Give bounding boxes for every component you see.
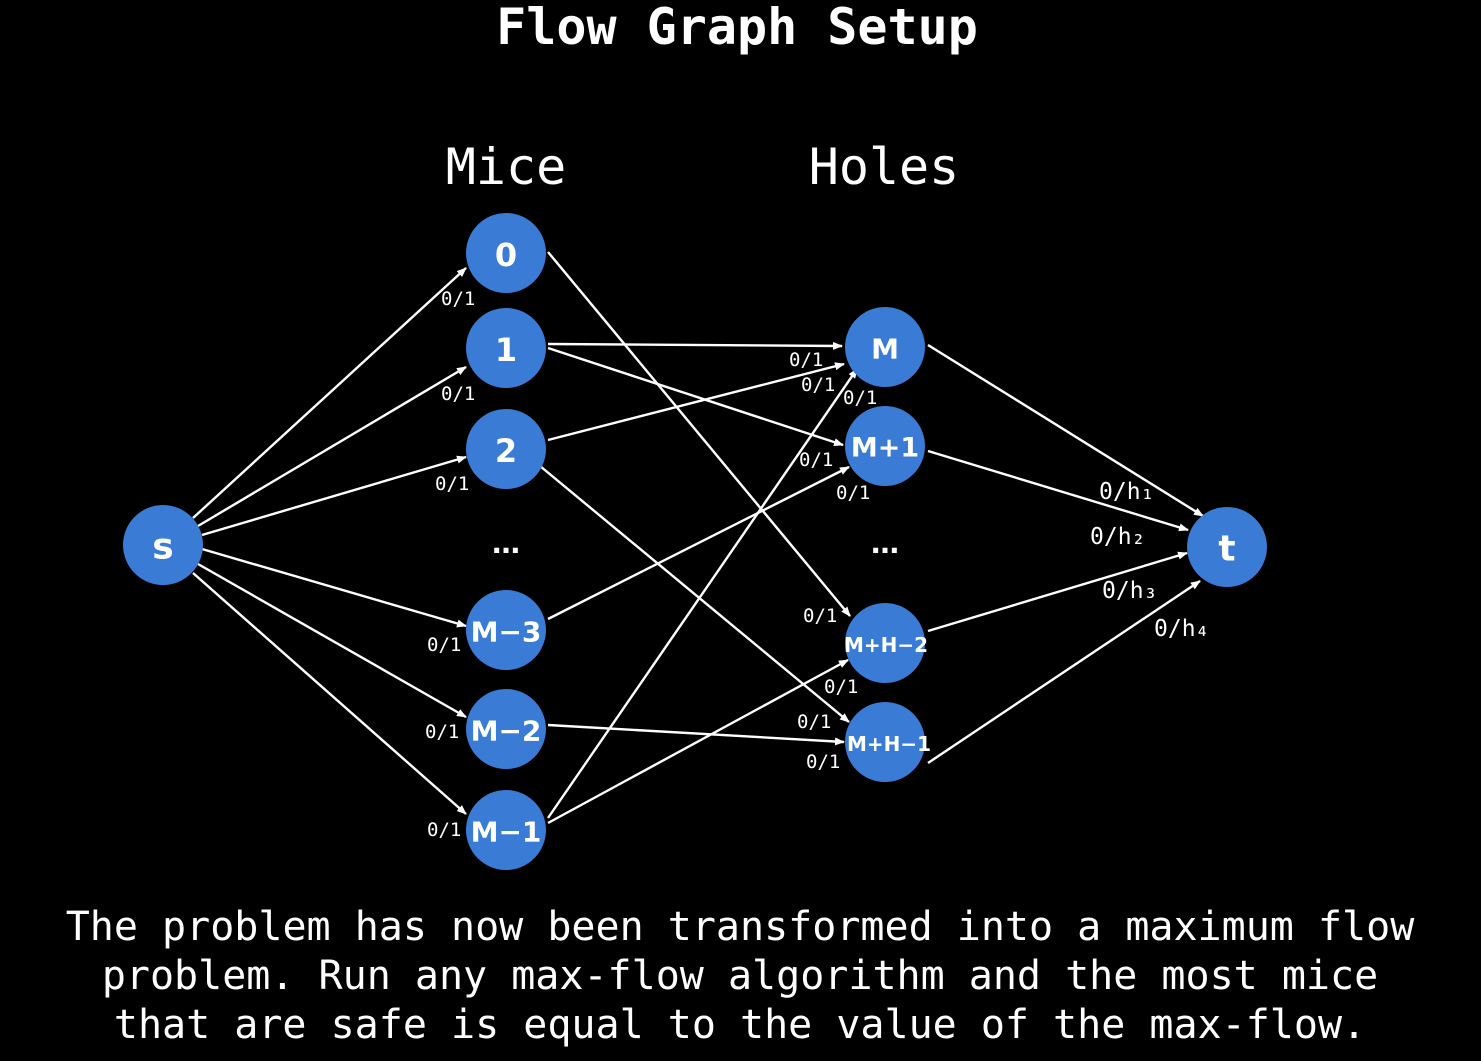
label-m2-mh1: 0/1 — [806, 751, 840, 773]
label-2-m: 0/1 — [801, 374, 835, 396]
caption-line-3: that are safe is equal to the value of t… — [114, 1002, 1366, 1048]
caption-line-2: problem. Run any max-flow algorithm and … — [102, 953, 1378, 999]
edge-mh1-t — [927, 580, 1201, 764]
edge-m1-mh2 — [547, 658, 849, 825]
source-edges — [192, 267, 467, 815]
edge-m-t — [927, 343, 1204, 518]
edge-1-m — [547, 341, 843, 350]
label-s-0: 0/1 — [441, 288, 475, 310]
node-mouse-m1-label: M−1 — [471, 816, 542, 849]
label-s-m2: 0/1 — [425, 721, 459, 743]
edge-0-mh2 — [547, 251, 851, 617]
edge-m1-m — [547, 368, 858, 819]
label-t-h1: 0/h₁ — [1099, 479, 1154, 505]
node-mouse-m3-label: M−3 — [471, 616, 542, 649]
caption-line-1: The problem has now been transformed int… — [66, 904, 1416, 950]
edge-mh2-t — [927, 551, 1188, 633]
edge-2-m — [547, 362, 845, 442]
edge-2-mh1 — [539, 465, 850, 723]
node-sink-label: t — [1218, 529, 1235, 570]
node-mouse-m2: M−2 — [466, 689, 546, 769]
node-mouse-1-label: 1 — [495, 331, 517, 369]
node-mouse-2: 2 — [466, 409, 546, 489]
node-hole-mh2: M+H−2 — [844, 603, 928, 683]
node-hole-m-label: M — [871, 333, 899, 366]
label-s-m3: 0/1 — [427, 634, 461, 656]
node-hole-mh1-label: M+H−1 — [847, 732, 931, 756]
node-mouse-m2-label: M−2 — [471, 715, 542, 748]
edge-m3-m1 — [547, 465, 850, 621]
label-0-mh2: 0/1 — [803, 605, 837, 627]
label-t-h2: 0/h₂ — [1090, 524, 1145, 550]
node-hole-mh2-label: M+H−2 — [844, 633, 928, 657]
edge-s-m2 — [197, 562, 467, 719]
edge-labels: 0/1 0/1 0/1 0/1 0/1 0/1 0/1 0/1 0/1 0/1 … — [425, 288, 1209, 841]
mice-ellipsis: … — [492, 527, 520, 560]
node-hole-mh1: M+H−1 — [845, 702, 931, 782]
edge-s-m3 — [201, 547, 467, 628]
label-t-h4: 0/h₄ — [1154, 616, 1209, 642]
page-title: Flow Graph Setup — [496, 0, 978, 56]
node-sink: t — [1187, 507, 1267, 587]
edge-m1-t — [927, 449, 1189, 532]
holes-column-header: Holes — [809, 138, 960, 196]
node-hole-m1: M+1 — [845, 406, 925, 486]
label-t-h3: 0/h₃ — [1102, 578, 1157, 604]
edge-s-1 — [197, 365, 467, 528]
edge-s-0 — [192, 267, 467, 519]
node-mouse-0: 0 — [466, 213, 546, 293]
label-s-2: 0/1 — [435, 473, 469, 495]
node-mouse-m1: M−1 — [466, 790, 546, 870]
node-mouse-1: 1 — [466, 308, 546, 388]
label-s-m1: 0/1 — [427, 819, 461, 841]
mouse-hole-edges — [539, 251, 858, 825]
label-1-m: 0/1 — [789, 349, 823, 371]
label-m1-m: 0/1 — [843, 387, 877, 409]
edge-m2-mh1 — [547, 723, 845, 746]
edge-s-2 — [201, 455, 467, 537]
label-1-m1: 0/1 — [836, 482, 870, 504]
node-mouse-0-label: 0 — [495, 236, 517, 274]
holes-ellipsis: … — [871, 527, 899, 560]
edge-s-m1 — [192, 572, 467, 815]
node-source: s — [123, 505, 203, 585]
node-mouse-m3: M−3 — [466, 590, 546, 670]
node-mouse-2-label: 2 — [495, 432, 517, 470]
label-m3-m1: 0/1 — [799, 449, 833, 471]
node-hole-m1-label: M+1 — [851, 433, 919, 464]
edge-1-m1 — [547, 346, 844, 447]
mice-column-header: Mice — [446, 138, 566, 196]
label-s-1: 0/1 — [441, 383, 475, 405]
label-2-mh1: 0/1 — [797, 711, 831, 733]
node-source-label: s — [152, 527, 173, 568]
label-m1-mh2: 0/1 — [824, 676, 858, 698]
node-hole-m: M — [845, 307, 925, 387]
sink-edges — [927, 343, 1204, 764]
